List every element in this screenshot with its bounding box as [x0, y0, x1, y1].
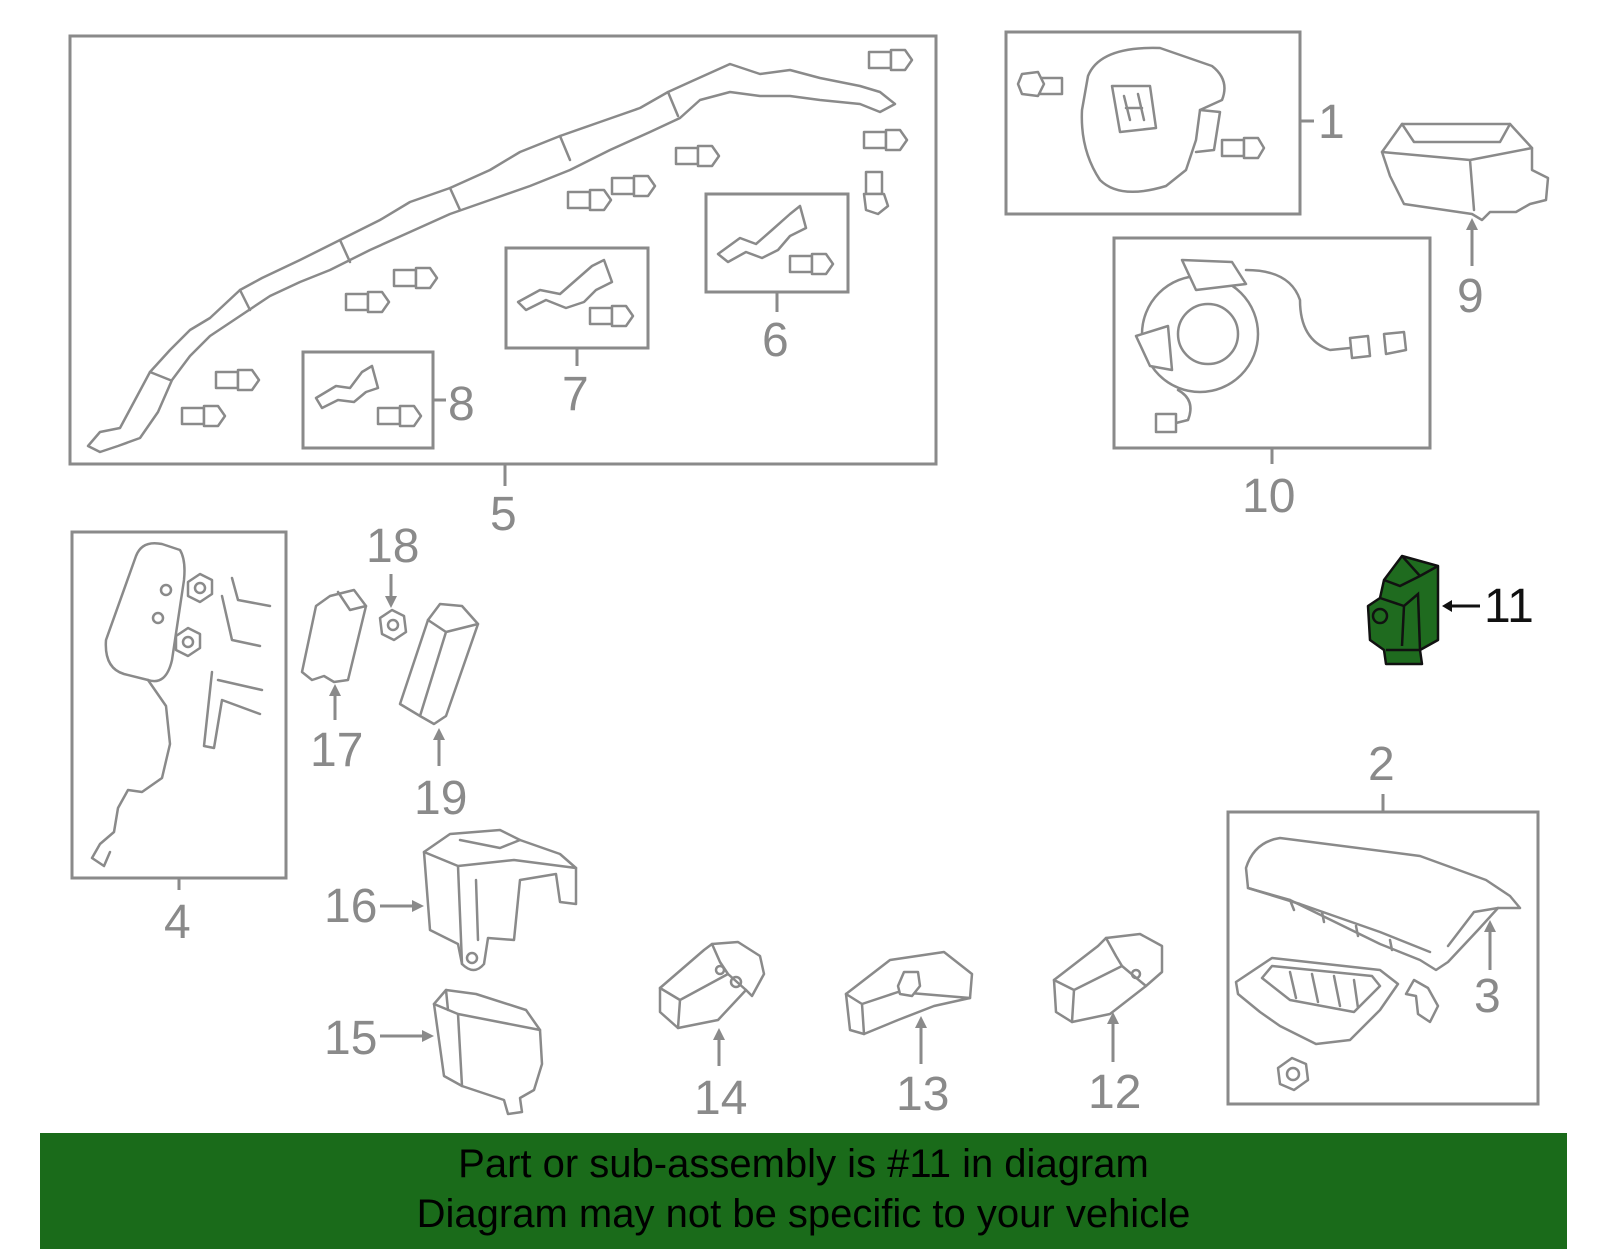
- callout-19: 19: [414, 772, 467, 825]
- sensor-part-13[interactable]: [844, 950, 974, 1036]
- bolt-group-5: [180, 48, 914, 428]
- group-box-6: [704, 192, 850, 294]
- callout-14: 14: [694, 1072, 747, 1125]
- callout-4: 4: [164, 896, 191, 949]
- group-box-5: [68, 34, 938, 466]
- callout-10: 10: [1242, 470, 1295, 523]
- bracket-part-17[interactable]: [300, 588, 368, 684]
- banner-part-note: Part or sub-assembly is #11 in diagram: [458, 1142, 1149, 1186]
- bracket-part-16[interactable]: [422, 828, 578, 972]
- callout-16: 16: [324, 880, 377, 933]
- callout-5: 5: [490, 488, 517, 541]
- callout-18: 18: [366, 520, 419, 573]
- sensor-bracket-part-19[interactable]: [398, 602, 480, 726]
- group-box-2: [1226, 810, 1540, 1106]
- curtain-airbag-part[interactable]: [86, 62, 897, 454]
- banner-disclaimer: Diagram may not be specific to your vehi…: [416, 1192, 1191, 1236]
- bracket-part-7[interactable]: [516, 258, 635, 328]
- callout-1: 1: [1318, 96, 1345, 149]
- info-banner: Part or sub-assembly is #11 in diagram D…: [40, 1133, 1567, 1249]
- bracket-part-8[interactable]: [314, 364, 423, 428]
- clock-spring-part[interactable]: [1134, 258, 1408, 434]
- bracket-part-6[interactable]: [716, 204, 835, 276]
- callout-8: 8: [448, 378, 475, 431]
- callout-7: 7: [562, 368, 589, 421]
- impact-sensor-part-11[interactable]: [1366, 554, 1440, 666]
- sensor-part-14[interactable]: [658, 940, 766, 1030]
- callout-3: 3: [1474, 970, 1501, 1023]
- control-unit-part-15[interactable]: [432, 988, 544, 1116]
- group-box-8: [301, 350, 435, 450]
- group-box-1: [1004, 30, 1302, 216]
- callout-6: 6: [762, 314, 789, 367]
- driver-airbag-part[interactable]: [1016, 46, 1266, 193]
- nut-part-18[interactable]: [378, 608, 408, 642]
- passenger-airbag-part[interactable]: [1234, 836, 1522, 1092]
- callout-12: 12: [1088, 1066, 1141, 1119]
- srs-unit-part[interactable]: [1380, 122, 1550, 222]
- callout-9: 9: [1457, 270, 1484, 323]
- callout-2: 2: [1368, 738, 1395, 791]
- callout-13: 13: [896, 1068, 949, 1121]
- callout-11: 11: [1484, 580, 1534, 633]
- callout-15: 15: [324, 1012, 377, 1065]
- knee-airbag-part[interactable]: [90, 542, 272, 868]
- sensor-part-12[interactable]: [1052, 932, 1164, 1024]
- callout-17: 17: [310, 724, 363, 777]
- airbag-parts-diagram: 6 7 8 5 1 9: [68, 30, 1550, 1125]
